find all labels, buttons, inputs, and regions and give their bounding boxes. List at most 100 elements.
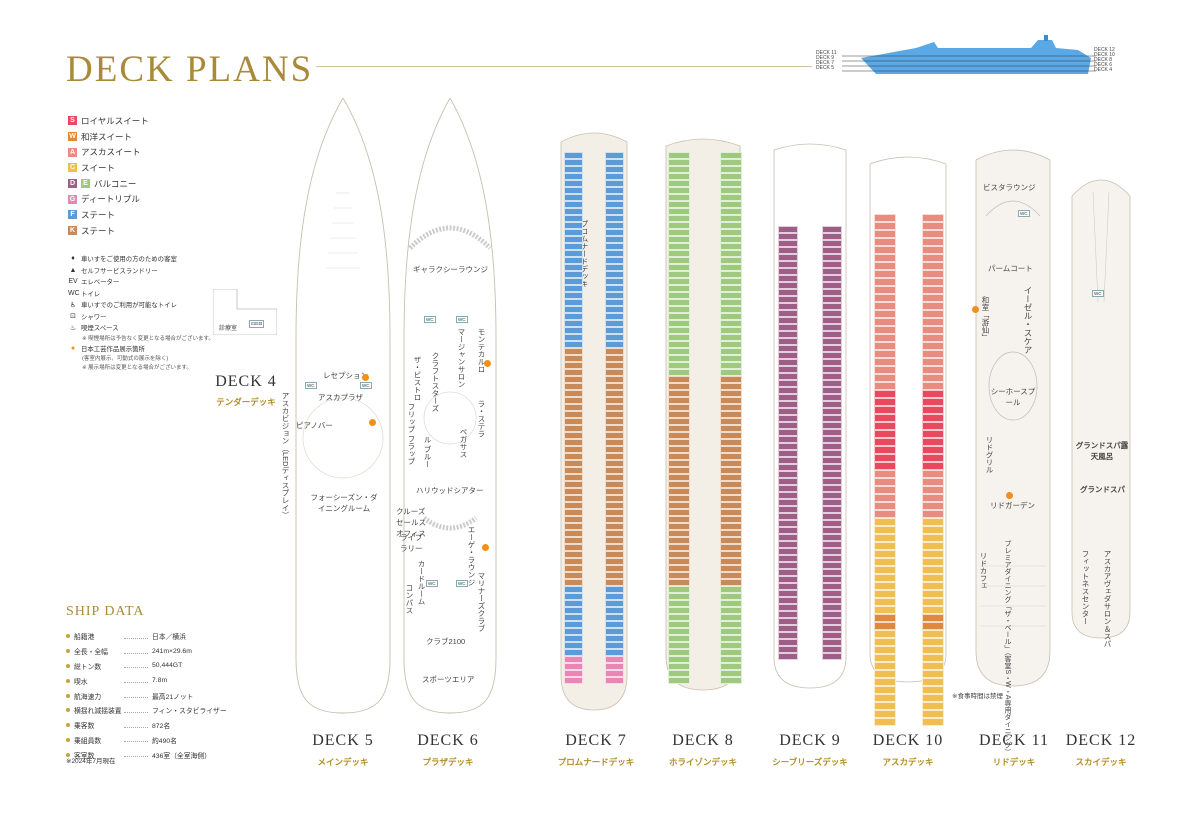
cabin-cell bbox=[922, 678, 944, 686]
cabin-cell bbox=[605, 404, 624, 411]
cabin-cell bbox=[605, 320, 624, 327]
cabin-cell bbox=[922, 670, 944, 678]
cabin-cell bbox=[778, 359, 798, 366]
cabin-cell bbox=[668, 166, 690, 173]
cabin-cell bbox=[605, 537, 624, 544]
cabin-cell bbox=[778, 310, 798, 317]
cabin-cell bbox=[874, 318, 896, 326]
area-label: エーゲ・ラウンジ bbox=[467, 526, 476, 586]
cabin-cell bbox=[778, 282, 798, 289]
cabin-cell bbox=[564, 271, 583, 278]
cabin-cell bbox=[778, 562, 798, 569]
cabin-cell bbox=[822, 513, 842, 520]
cabin-cell bbox=[605, 215, 624, 222]
cabin-cell bbox=[605, 271, 624, 278]
craft-display-marker bbox=[484, 360, 491, 367]
ship-profile: DECK 11 DECK 9 DECK 7 DECK 5 DECK 12 DEC… bbox=[816, 34, 1116, 84]
cabin-cell bbox=[720, 152, 742, 159]
area-label: カードルーム bbox=[417, 560, 426, 605]
cabin-cell bbox=[720, 537, 742, 544]
deck-subtitle: メインデッキ bbox=[317, 757, 369, 767]
cabin-cell bbox=[605, 572, 624, 579]
cabin-cell bbox=[605, 243, 624, 250]
cabin-cell bbox=[778, 520, 798, 527]
cabin-cell bbox=[822, 590, 842, 597]
cabin-cell bbox=[874, 534, 896, 542]
cabin-cell bbox=[720, 292, 742, 299]
cabin-cell bbox=[605, 229, 624, 236]
bullet-icon bbox=[66, 693, 70, 698]
legend-swatch: A bbox=[68, 147, 77, 157]
area-label: グランドスパ露天風呂 bbox=[1075, 441, 1129, 461]
cabin-cell bbox=[668, 404, 690, 411]
ship-data-value: 872名 bbox=[152, 723, 171, 731]
cabin-cell bbox=[668, 544, 690, 551]
cabin-cell bbox=[564, 453, 583, 460]
cabin-cell bbox=[874, 350, 896, 358]
cabin-cell bbox=[605, 418, 624, 425]
cabin-cell bbox=[720, 656, 742, 663]
cabin-cell bbox=[874, 310, 896, 318]
cabin-cell bbox=[874, 398, 896, 406]
cabin-cell bbox=[778, 457, 798, 464]
cabin-cell bbox=[874, 278, 896, 286]
cabin-cell bbox=[778, 331, 798, 338]
cabin-cell bbox=[822, 443, 842, 450]
cabin-cell bbox=[822, 646, 842, 653]
cabin-cell bbox=[720, 460, 742, 467]
cabin-cell bbox=[564, 544, 583, 551]
cabin-cell bbox=[605, 152, 624, 159]
craft-display-marker bbox=[369, 419, 376, 426]
cabin-cell bbox=[778, 268, 798, 275]
cabin-cell bbox=[720, 404, 742, 411]
cabin-cell bbox=[922, 318, 944, 326]
cabin-cell bbox=[668, 523, 690, 530]
legend-label: アスカスイート bbox=[81, 147, 141, 158]
area-label: アスカビジョン（LEDディスプレイ） bbox=[281, 392, 290, 520]
area-label: マリナーズクラブ bbox=[477, 572, 486, 632]
ship-data-value: 241m×29.6m bbox=[152, 647, 192, 655]
deck6-outline bbox=[403, 97, 497, 714]
cabin-cell bbox=[720, 348, 742, 355]
dot-leader bbox=[124, 737, 148, 743]
cabin-cell bbox=[874, 718, 896, 726]
deck-name: DECK 4 bbox=[215, 373, 277, 390]
cabin-cell bbox=[605, 222, 624, 229]
cabin-cell bbox=[605, 208, 624, 215]
cabin-cell bbox=[922, 222, 944, 230]
cabin-cell bbox=[922, 238, 944, 246]
cabin-cell bbox=[605, 628, 624, 635]
mini-ship-left-label: DECK 9 bbox=[816, 55, 835, 61]
cabin-cell bbox=[605, 600, 624, 607]
cabin-cell bbox=[822, 555, 842, 562]
area-label: ライブラリー bbox=[400, 533, 423, 553]
bullet-icon bbox=[66, 663, 70, 668]
clinic-label: 診療室 bbox=[219, 326, 238, 332]
area-label: ラ・ステラ bbox=[477, 400, 486, 438]
cabin-cell bbox=[922, 302, 944, 310]
cabin-cell bbox=[564, 635, 583, 642]
deck4-plan: 診療室 ⊡⊡⊡ bbox=[212, 288, 278, 336]
cabin-cell bbox=[922, 462, 944, 470]
cabin-cell bbox=[822, 492, 842, 499]
cabin-cell bbox=[668, 432, 690, 439]
cabin-cell bbox=[605, 642, 624, 649]
mini-ship-right-label: DECK 10 bbox=[1094, 52, 1115, 58]
cabin-cell bbox=[720, 376, 742, 383]
deck-name: DECK 11 bbox=[979, 732, 1049, 749]
cabin-cell bbox=[605, 607, 624, 614]
ship-profile-svg bbox=[842, 35, 1096, 74]
cabin-cell bbox=[778, 352, 798, 359]
cabin-cell bbox=[922, 638, 944, 646]
cabin-cell bbox=[874, 222, 896, 230]
cabin-cell bbox=[564, 530, 583, 537]
mini-ship-left-label: DECK 7 bbox=[816, 60, 835, 66]
cabin-cell bbox=[778, 317, 798, 324]
cabin-cell bbox=[564, 418, 583, 425]
cabin-cell bbox=[922, 710, 944, 718]
cabin-cell bbox=[922, 550, 944, 558]
cabin-cell bbox=[822, 632, 842, 639]
cabin-cell bbox=[874, 462, 896, 470]
cabin-cell bbox=[720, 642, 742, 649]
